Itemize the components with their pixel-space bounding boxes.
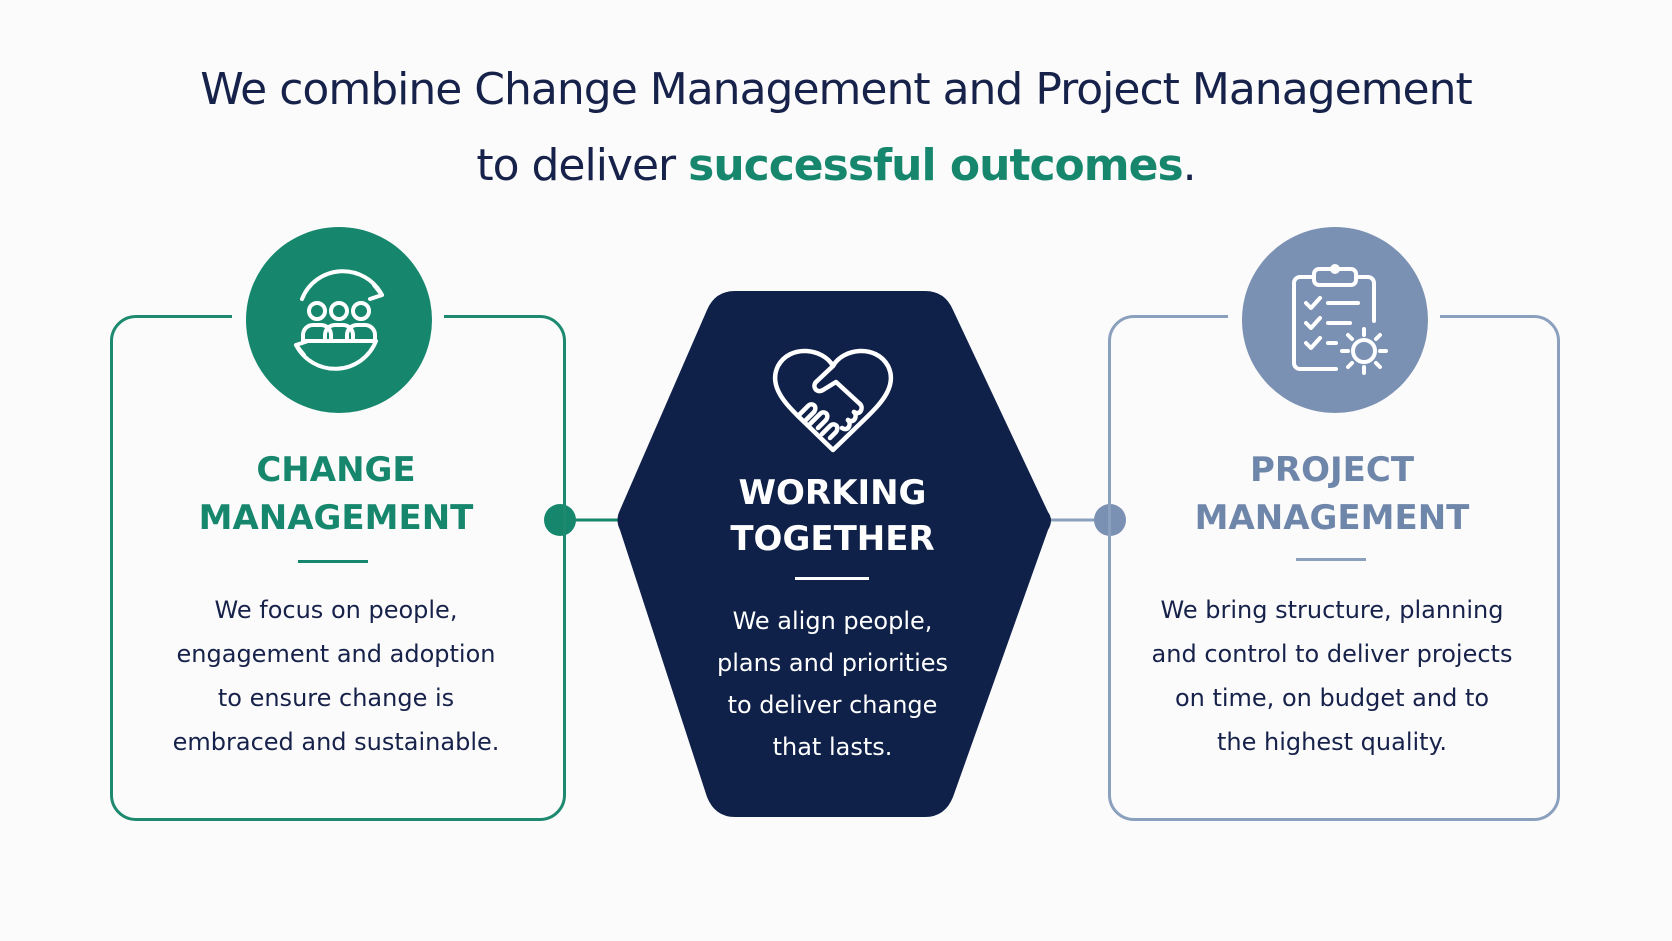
title-line: PROJECT: [1249, 450, 1415, 490]
change-management-badge: [246, 227, 432, 413]
change-management-description: We focus on people, engagement and adopt…: [130, 588, 542, 764]
description-line: plans and priorities: [716, 649, 949, 677]
project-management-description: We bring structure, planning and control…: [1126, 588, 1538, 764]
description-line: engagement and adoption: [176, 640, 496, 668]
project-management-badge: [1242, 227, 1428, 413]
description-line: that lasts.: [772, 733, 893, 761]
description-line: embraced and sustainable.: [172, 728, 500, 756]
change-management-title: CHANGE MANAGEMENT: [130, 446, 542, 542]
description-line: We align people,: [732, 607, 933, 635]
change-management-divider: [298, 560, 368, 563]
title-line: MANAGEMENT: [1194, 498, 1470, 538]
project-management-divider: [1296, 558, 1366, 561]
clipboard-gear-icon: [1292, 264, 1388, 375]
working-together-title: WORKING TOGETHER: [680, 470, 985, 562]
headline-accent: successful outcomes: [688, 140, 1184, 191]
headline-suffix: .: [1182, 140, 1197, 191]
people-cycle-icon: [294, 269, 384, 371]
heart-handshake-icon: [772, 348, 894, 453]
headline-prefix: to deliver: [476, 140, 689, 191]
headline-line-1: We combine Change Management and Project…: [200, 64, 1472, 115]
description-line: We focus on people,: [214, 596, 458, 624]
title-line: CHANGE: [256, 450, 416, 490]
working-together-description: We align people, plans and priorities to…: [680, 600, 985, 768]
title-line: WORKING: [738, 473, 927, 513]
description-line: to ensure change is: [217, 684, 455, 712]
working-together-divider: [795, 577, 869, 580]
description-line: We bring structure, planning: [1160, 596, 1504, 624]
description-line: the highest quality.: [1217, 728, 1447, 756]
description-line: on time, on budget and to: [1174, 684, 1490, 712]
description-line: and control to deliver projects: [1151, 640, 1513, 668]
description-line: to deliver change: [727, 691, 938, 719]
title-line: MANAGEMENT: [198, 498, 474, 538]
headline-line-2: to deliver successful outcomes.: [0, 140, 1672, 191]
left-connector-dot: [544, 504, 576, 536]
title-line: TOGETHER: [730, 519, 935, 559]
hexagon-shape: [617, 291, 1051, 817]
project-management-title: PROJECT MANAGEMENT: [1126, 446, 1538, 542]
